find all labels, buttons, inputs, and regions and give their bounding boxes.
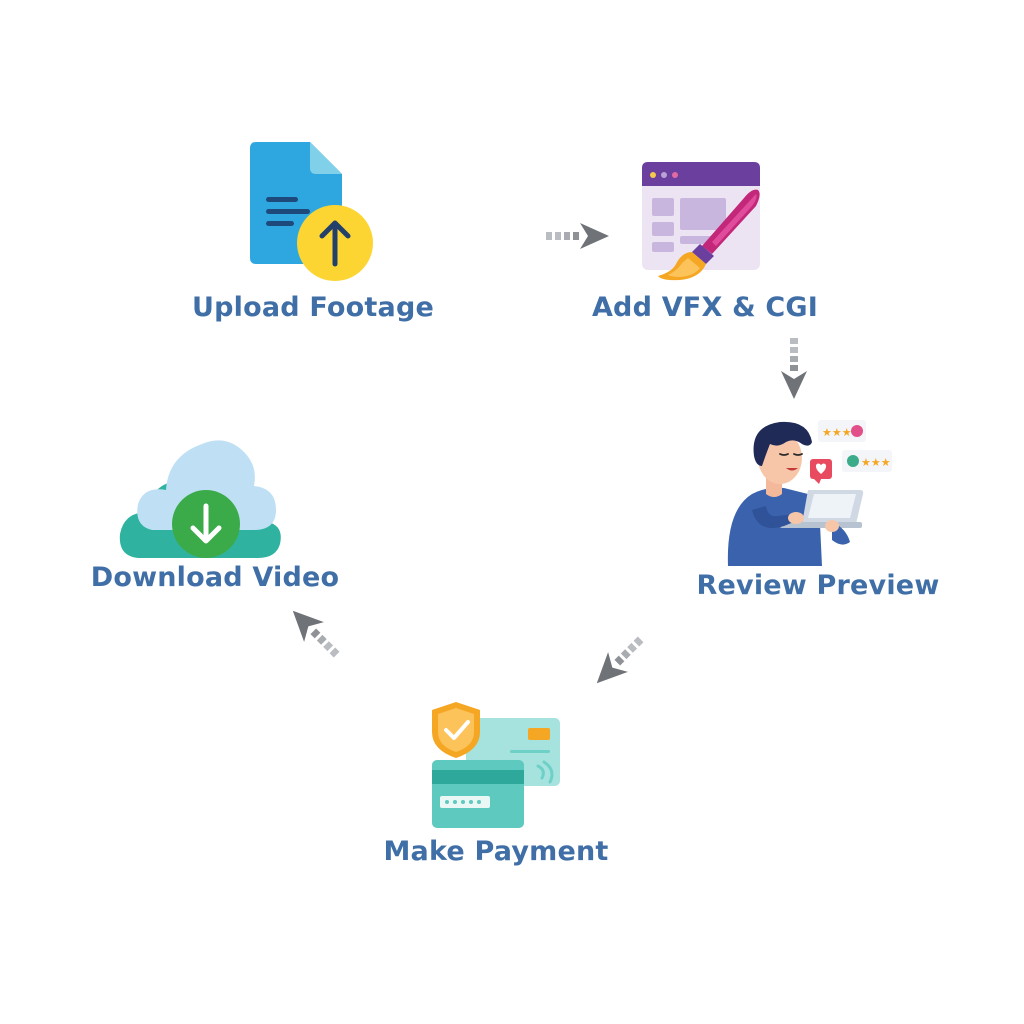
step-label-add-vfx-cgi: Add VFX & CGI (591, 292, 819, 323)
step-label-download-video: Download Video (90, 562, 340, 593)
svg-text:★★★: ★★★ (861, 456, 891, 469)
step-label-review-preview: Review Preview (696, 570, 940, 601)
credit-card-shield-icon (432, 702, 560, 828)
arrow-down-icon (781, 338, 807, 399)
person-laptop-review-icon: ★★★ ★★★ (727, 420, 892, 566)
arrow-up-left-icon (292, 610, 340, 658)
paint-brush-window-icon (642, 162, 760, 281)
step-label-upload-footage: Upload Footage (191, 292, 435, 323)
cloud-download-icon (119, 440, 281, 558)
step-label-make-payment: Make Payment (383, 836, 609, 867)
upload-file-icon (250, 142, 373, 281)
svg-text:★★★: ★★★ (822, 426, 852, 439)
arrow-down-left-icon (596, 636, 644, 684)
arrow-right-icon (546, 223, 609, 249)
